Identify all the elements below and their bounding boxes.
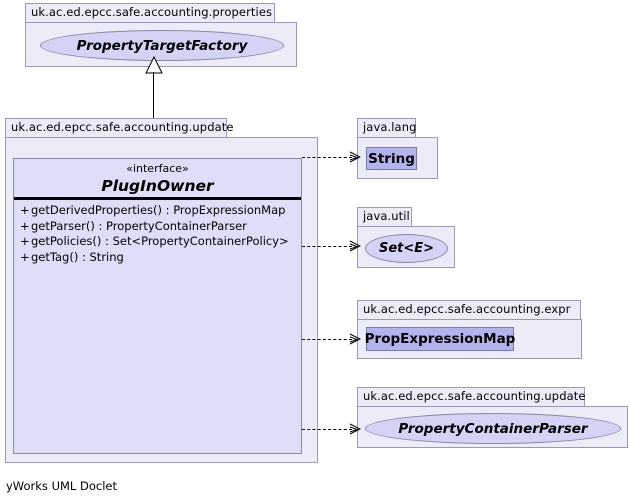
node-string[interactable]: String (366, 147, 417, 170)
dependency-arrowhead-string-icon (349, 151, 361, 163)
node-string-label: String (368, 150, 415, 167)
member-visibility: + (20, 234, 30, 248)
footer-credit: yWorks UML Doclet (6, 479, 117, 493)
package-expr-label: uk.ac.ed.epcc.safe.accounting.expr (357, 300, 581, 319)
node-property-container-parser-label: PropertyContainerParser (398, 420, 588, 437)
member-row: +getParser() : PropertyContainerParser (20, 219, 301, 235)
package-properties-body: PropertyTargetFactory (25, 22, 297, 67)
package-java-lang-body: String (357, 137, 438, 179)
member-row: +getPolicies() : Set<PropertyContainerPo… (20, 234, 301, 250)
package-java-lang-label: java.lang (357, 118, 416, 137)
dependency-line-property-container-parser (302, 429, 352, 430)
dependency-arrowhead-property-container-parser-icon (349, 423, 361, 435)
interface-member-list: +getDerivedProperties() : PropExpression… (14, 200, 301, 265)
package-java-util: java.util Set<E> (357, 207, 455, 268)
package-expr-body: PropExpressionMap (357, 319, 582, 359)
interface-plugin-owner-name: PlugInOwner (101, 177, 214, 195)
package-update-main-label: uk.ac.ed.epcc.safe.accounting.update (5, 118, 233, 137)
member-signature: getTag() : String (31, 249, 124, 264)
dependency-arrowhead-prop-expression-map-icon (349, 333, 361, 345)
member-visibility: + (20, 218, 30, 233)
package-java-lang: java.lang String (357, 118, 438, 179)
member-visibility: + (20, 203, 30, 217)
interface-plugin-owner-header: «interface» PlugInOwner (14, 159, 301, 200)
member-row: +getDerivedProperties() : PropExpression… (20, 203, 301, 219)
package-properties-label: uk.ac.ed.epcc.safe.accounting.properties (25, 3, 275, 22)
node-prop-expression-map-label: PropExpressionMap (364, 331, 516, 347)
node-prop-expression-map[interactable]: PropExpressionMap (364, 327, 516, 351)
member-row: +getTag() : String (20, 250, 301, 266)
interface-plugin-owner[interactable]: «interface» PlugInOwner +getDerivedPrope… (13, 158, 302, 454)
package-update-parser-label: uk.ac.ed.epcc.safe.accounting.update (357, 387, 585, 406)
package-java-util-label: java.util (357, 207, 412, 226)
member-visibility: + (20, 249, 30, 264)
node-set[interactable]: Set<E> (365, 234, 448, 263)
generalization-triangle-outline-icon (145, 56, 163, 74)
dependency-arrowhead-set-icon (349, 240, 361, 252)
node-property-container-parser[interactable]: PropertyContainerParser (365, 413, 621, 444)
dependency-line-set (302, 246, 352, 247)
member-signature: getPolicies() : Set<PropertyContainerPol… (31, 234, 289, 248)
generalization-line (153, 72, 154, 140)
dependency-line-prop-expression-map (302, 339, 352, 340)
package-update-main: uk.ac.ed.epcc.safe.accounting.update «in… (5, 118, 318, 463)
member-signature: getParser() : PropertyContainerParser (31, 218, 247, 233)
node-set-label: Set<E> (378, 241, 435, 256)
package-update-main-body: «interface» PlugInOwner +getDerivedPrope… (5, 137, 318, 463)
package-expr: uk.ac.ed.epcc.safe.accounting.expr PropE… (357, 300, 582, 359)
interface-stereotype: «interface» (126, 162, 189, 175)
node-property-target-factory-label: PropertyTargetFactory (76, 37, 248, 54)
node-property-target-factory[interactable]: PropertyTargetFactory (40, 30, 284, 61)
package-update-parser-body: PropertyContainerParser (357, 406, 628, 448)
package-java-util-body: Set<E> (357, 226, 455, 268)
package-properties: uk.ac.ed.epcc.safe.accounting.properties… (25, 3, 297, 67)
member-signature: getDerivedProperties() : PropExpressionM… (31, 203, 286, 217)
dependency-line-string (302, 157, 352, 158)
package-update-parser: uk.ac.ed.epcc.safe.accounting.update Pro… (357, 387, 628, 448)
